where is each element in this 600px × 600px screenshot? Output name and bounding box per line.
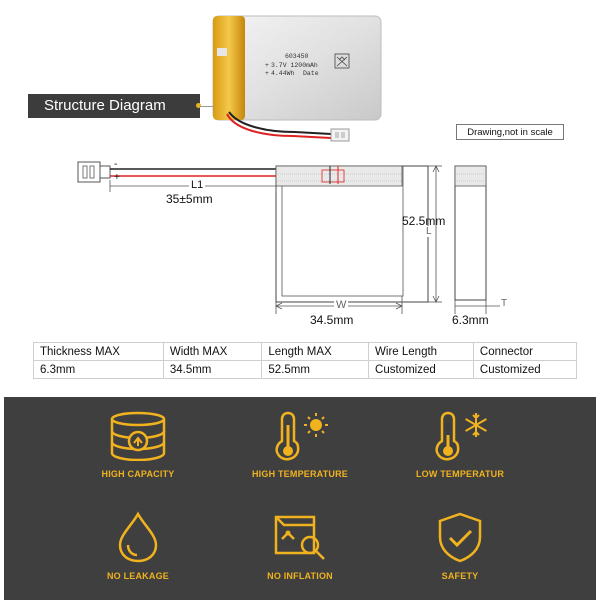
svg-text:+: +: [265, 70, 269, 77]
battery-date-text: Date: [303, 70, 319, 77]
negative-terminal-label: -: [114, 159, 118, 170]
recycle-icon: [334, 53, 350, 69]
spec-value-cell: Customized: [368, 360, 474, 379]
spec-table: Thickness MAX Width MAX Length MAX Wire …: [33, 342, 578, 379]
thermometer-snowflake-icon: [435, 411, 487, 461]
structure-diagram-title: Structure Diagram: [28, 94, 200, 118]
length-symbol: L: [426, 226, 432, 237]
spec-header-cell: Width MAX: [162, 342, 263, 361]
box-magnifier-icon: [274, 515, 325, 560]
spec-header-cell: Length MAX: [261, 342, 370, 361]
spec-header-cell: Wire Length: [368, 342, 474, 361]
spec-header-row: Thickness MAX Width MAX Length MAX Wire …: [33, 342, 578, 361]
tag-divider: [200, 106, 214, 107]
thermometer-sun-icon: [275, 411, 328, 461]
spec-value-cell: 34.5mm: [162, 360, 263, 379]
positive-terminal-label: +: [114, 172, 120, 183]
battery-photo: 603450 + 3.7V 1200mAh + 4.44Wh Date: [212, 15, 382, 142]
wire-dimension-symbol: L1: [189, 179, 206, 191]
scale-note: Drawing,not in scale: [456, 124, 564, 140]
tag-dot-icon: [196, 103, 201, 108]
wire-length-label: 35±5mm: [166, 192, 213, 206]
width-symbol: W: [334, 299, 349, 311]
feature-label: NO LEAKAGE: [106, 571, 169, 581]
feature-no-inflation: NO INFLATION: [230, 511, 370, 581]
spec-header-cell: Connector: [472, 342, 578, 361]
feature-high-temperature: HIGH TEMPERATURE: [230, 409, 370, 479]
feature-label: HIGH TEMPERATURE: [251, 469, 349, 479]
feature-high-capacity: HIGH CAPACITY: [68, 411, 208, 479]
feature-safety: SAFETY: [390, 511, 530, 581]
battery-energy-text: 4.44Wh: [271, 70, 295, 77]
feature-panel: HIGH CAPACITY HIGH TEMPERATURE: [4, 397, 596, 600]
spec-header-cell: Thickness MAX: [33, 342, 164, 361]
feature-label: HIGH CAPACITY: [101, 469, 175, 479]
svg-text:+: +: [265, 62, 269, 69]
feature-label: NO INFLATION: [267, 571, 333, 581]
spec-value-cell: Customized: [472, 360, 578, 379]
spec-value-cell: 6.3mm: [33, 360, 164, 379]
spec-value-row: 6.3mm 34.5mm 52.5mm Customized Customize…: [33, 360, 578, 379]
thickness-symbol: T: [501, 298, 508, 309]
spec-value-cell: 52.5mm: [261, 360, 370, 379]
dimension-drawing: [77, 161, 500, 314]
feature-label: LOW TEMPERATUR: [415, 469, 505, 479]
database-upload-icon: [110, 411, 166, 461]
length-label: 52.5mm: [402, 214, 446, 228]
feature-label: SAFETY: [441, 571, 479, 581]
shield-check-icon: [438, 512, 482, 563]
width-label: 34.5mm: [310, 313, 354, 327]
thickness-label: 6.3mm: [452, 313, 489, 327]
battery-model-text: 603450: [285, 53, 309, 60]
battery-voltage-text: 3.7V 1200mAh: [271, 62, 318, 69]
water-drop-icon: [118, 511, 158, 563]
feature-low-temperature: LOW TEMPERATUR: [390, 409, 530, 479]
feature-no-leakage: NO LEAKAGE: [68, 511, 208, 581]
